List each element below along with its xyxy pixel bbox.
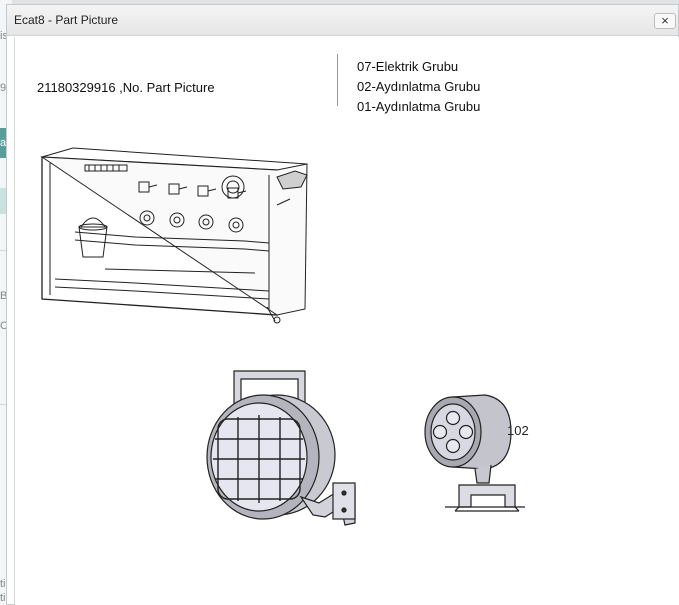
background-text: ti [0, 592, 6, 604]
category-level-3: 01-Aydınlatma Grubu [357, 99, 481, 114]
background-text: al [0, 137, 9, 149]
background-text: is [0, 30, 8, 42]
header-divider [337, 54, 338, 106]
background-text: C [0, 320, 8, 332]
spot-lamp-4led-drawing [424, 394, 525, 512]
category-breadcrumb: 07-Elektrik Grubu 02-Aydınlatma Grubu 01… [357, 57, 480, 117]
cabinet-assembly-drawing [40, 147, 308, 324]
part-picture-dialog: Ecat8 - Part Picture × 21180329916 ,No. … [6, 4, 679, 605]
close-button[interactable]: × [654, 13, 676, 29]
work-lamp-grid-drawing [206, 370, 356, 526]
dialog-title: Ecat8 - Part Picture [14, 13, 119, 27]
part-diagram: 102 [40, 147, 529, 526]
background-text: B [0, 290, 8, 302]
category-level-1: 07-Elektrik Grubu [357, 59, 459, 74]
callout-label: 102 [507, 423, 529, 438]
background-text: ti [0, 578, 6, 590]
part-title: 21180329916 ,No. Part Picture [37, 80, 215, 95]
dialog-titlebar[interactable]: Ecat8 - Part Picture × [7, 5, 678, 36]
background-text: 9 [0, 82, 7, 94]
background-accent-band [0, 188, 8, 214]
background-accent-band [0, 128, 8, 158]
close-icon: × [661, 13, 669, 28]
category-level-2: 02-Aydınlatma Grubu [357, 79, 481, 94]
dialog-content: 21180329916 ,No. Part Picture 07-Elektri… [14, 37, 679, 605]
